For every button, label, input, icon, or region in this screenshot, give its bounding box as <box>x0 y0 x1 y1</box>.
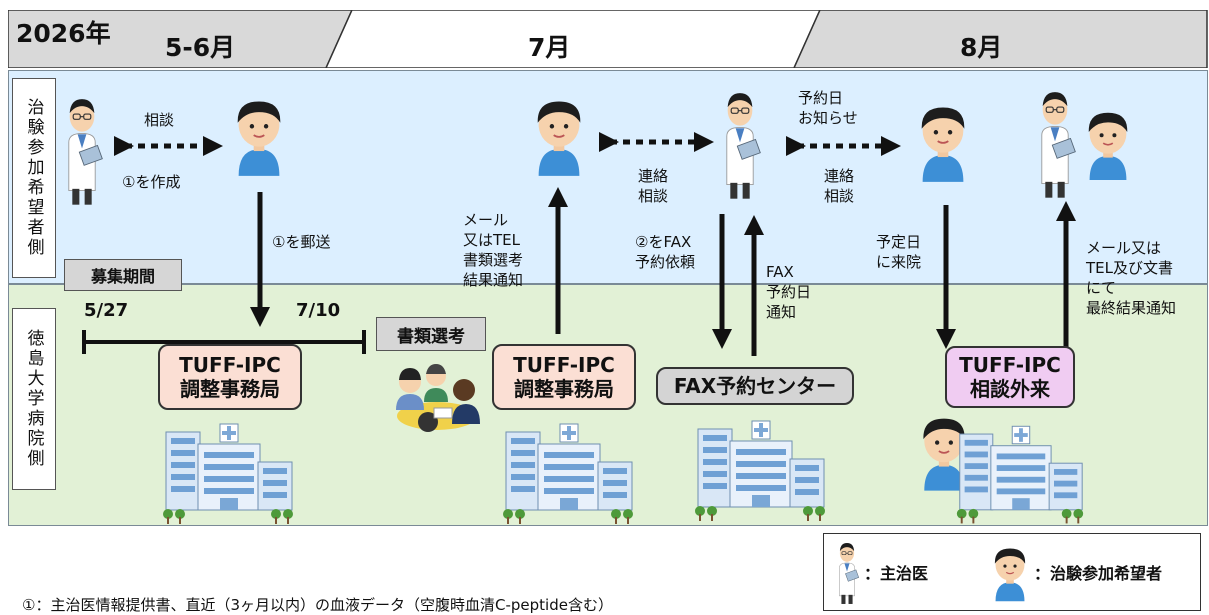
patient-icon <box>988 544 1032 602</box>
header-month-7: 7月 <box>528 33 571 62</box>
hospital-icon <box>690 410 830 522</box>
doctor-icon <box>718 82 762 208</box>
hospital-icon <box>158 414 298 524</box>
timeline-header <box>8 10 1208 68</box>
label-create: ①を作成 <box>122 173 181 191</box>
patient-icon <box>1080 104 1136 184</box>
meeting-icon <box>396 364 480 432</box>
side-label-applicant: 治験参加希望者側 <box>12 78 56 278</box>
label-visit: 予定日 に来院 <box>876 233 922 271</box>
coordination-office-box: TUFF-IPC 調整事務局 <box>492 344 636 410</box>
label-contact-2: 連絡 相談 <box>824 167 855 205</box>
hospital-icon <box>498 414 638 524</box>
label-consult: 相談 <box>144 111 175 129</box>
consultation-clinic-box: TUFF-IPC 相談外来 <box>945 346 1075 408</box>
label-mail: ①を郵送 <box>272 233 331 251</box>
header-month-8: 8月 <box>960 33 1003 62</box>
patient-icon <box>912 100 974 184</box>
screening-tag: 書類選考 <box>376 317 486 351</box>
side-label-hospital: 徳島大学病院側 <box>12 308 56 490</box>
fax-reservation-center-box: FAX予約センター <box>656 367 854 405</box>
patient-icon <box>528 94 590 178</box>
header-year: 2026年 <box>16 19 111 48</box>
label-fax-notice: FAX 予約日 通知 <box>766 263 812 321</box>
period-end-date: 7/10 <box>296 300 341 321</box>
label-contact-1: 連絡 相談 <box>638 167 669 205</box>
label-final-result: メール又は TEL及び文書 にて 最終結果通知 <box>1086 239 1177 317</box>
doctor-icon <box>834 540 860 606</box>
label-screening-result: メール 又はTEL 書類選考 結果通知 <box>463 211 524 289</box>
applicant-side-band <box>8 70 1208 284</box>
recruitment-period-tag: 募集期間 <box>64 259 182 291</box>
legend-patient-label: ：治験参加希望者 <box>1034 564 1163 583</box>
coordination-office-box: TUFF-IPC 調整事務局 <box>158 344 302 410</box>
footnote: ①：主治医情報提供書、直近（3ヶ月以内）の血液データ（空腹時血清C-peptid… <box>22 596 613 614</box>
hospital-icon <box>952 416 1088 524</box>
patient-icon <box>228 94 290 178</box>
legend-doctor-label: ：主治医 <box>864 564 929 583</box>
label-fax-request: ②をFAX 予約依頼 <box>635 233 696 271</box>
doctor-icon <box>60 90 104 212</box>
legend: ：主治医 ：治験参加希望者 <box>823 533 1201 611</box>
period-start-date: 5/27 <box>84 300 129 321</box>
header-month-5-6: 5-6月 <box>165 33 236 62</box>
doctor-icon <box>1033 82 1077 206</box>
label-appointment-notice: 予約日 お知らせ <box>798 89 858 127</box>
